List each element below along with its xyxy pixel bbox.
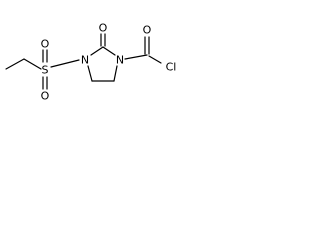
atom-n1: N: [116, 54, 124, 67]
bond-c-cl: [148, 55, 162, 64]
atom-o-carbonyl-chloride: O: [143, 24, 152, 37]
bond-n3-c2: [90, 46, 104, 56]
atom-cl: Cl: [166, 61, 177, 74]
bond-ethyl-ch2-s: [23, 58, 42, 70]
atom-o-sulfonyl-bottom: O: [41, 90, 50, 103]
molecule-structure: S O O N N O O Cl: [5, 22, 177, 103]
bond-c2-n1: [102, 46, 116, 56]
bond-n1-ccl: [124, 54, 148, 60]
bond-n1-c5: [113, 65, 118, 82]
bond-c4-n3: [87, 65, 93, 82]
atom-n3: N: [81, 54, 89, 67]
atom-s: S: [42, 64, 49, 77]
bond-ethyl-ch3-ch2: [5, 58, 25, 70]
atom-o-sulfonyl-top: O: [41, 38, 50, 51]
bond-s-n3: [50, 59, 80, 68]
atom-o-carbonyl-ring: O: [99, 22, 108, 35]
